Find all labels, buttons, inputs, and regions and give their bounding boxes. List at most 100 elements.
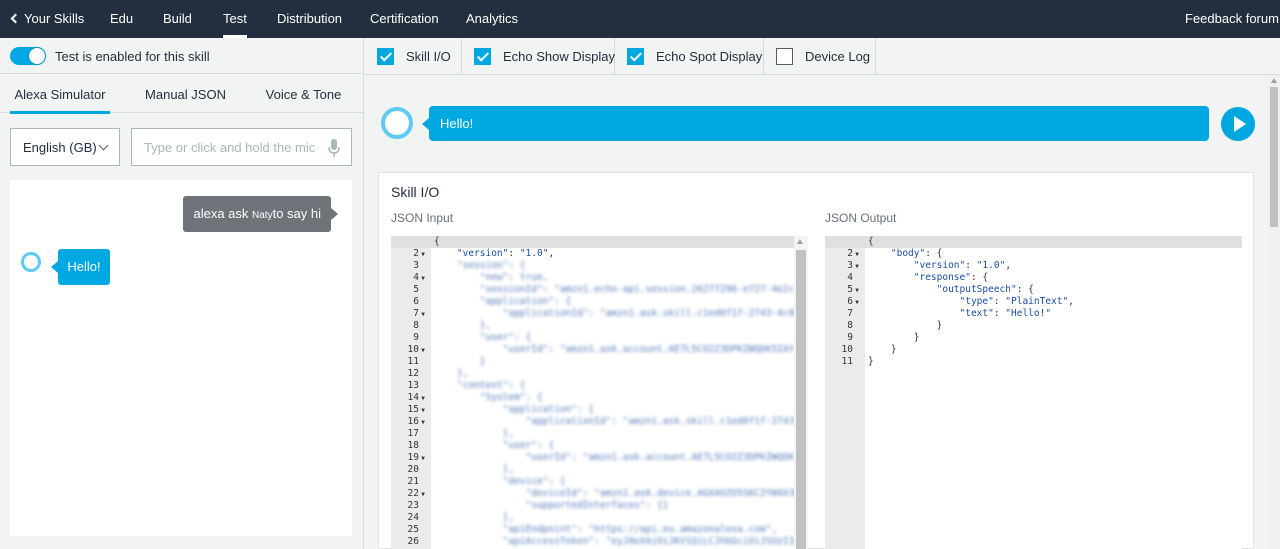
json-input-label: JSON Input	[391, 211, 454, 225]
fold-toggle-icon[interactable]: ▼	[855, 287, 859, 294]
line-number: 8	[391, 320, 427, 332]
checkbox-checked	[474, 48, 491, 65]
code-line: "application": {	[434, 296, 572, 307]
fold-toggle-icon[interactable]: ▼	[421, 455, 425, 462]
checkbox-unchecked	[776, 48, 793, 65]
language-value: English (GB)	[23, 140, 97, 155]
fold-toggle-icon[interactable]: ▼	[421, 419, 425, 426]
echo-spot-display-label: Echo Spot Display	[656, 49, 763, 64]
code-line: }	[868, 344, 897, 355]
line-number-text: 24	[407, 512, 419, 523]
nav-item-analytics[interactable]: Analytics	[466, 11, 519, 26]
nav-item-distribution[interactable]: Distribution	[277, 11, 343, 26]
line-number: 4▼	[391, 272, 427, 284]
display-toolbar: Skill I/O Echo Show Display Echo Spot Di…	[365, 38, 1280, 75]
fold-toggle-icon[interactable]: ▼	[421, 407, 425, 414]
nav-item-edu[interactable]: Edu	[110, 11, 134, 26]
back-to-skills-link[interactable]: Your Skills	[10, 0, 84, 38]
line-number: 7	[825, 308, 861, 320]
fold-toggle-icon[interactable]: ▼	[855, 251, 859, 258]
code-line: "version": "1.0",	[456, 248, 555, 259]
tab-voice-and-tone[interactable]: Voice & Tone	[265, 87, 342, 102]
line-number: 2▼	[825, 248, 861, 260]
echo-show-display-checkbox[interactable]: Echo Show Display	[462, 38, 615, 75]
active-line-highlight	[825, 236, 1242, 248]
line-number: 11	[825, 356, 861, 368]
page-scrollbar[interactable]	[1268, 75, 1280, 549]
fold-toggle-icon[interactable]: ▼	[855, 263, 859, 270]
code-line: "application": {	[434, 404, 595, 415]
fold-toggle-icon[interactable]: ▼	[421, 347, 425, 354]
line-number-text: 16	[407, 416, 419, 427]
fold-toggle-icon[interactable]: ▼	[421, 395, 425, 402]
nav-item-test[interactable]: Test	[223, 0, 247, 38]
line-number-text: 22	[407, 488, 419, 499]
fold-toggle-icon[interactable]: ▼	[421, 275, 425, 282]
tab-manual-json[interactable]: Manual JSON	[145, 87, 226, 102]
user-utterance-prefix: alexa ask	[193, 206, 253, 221]
line-number: 13	[391, 380, 427, 392]
scrollbar-thumb[interactable]	[1270, 87, 1278, 227]
code-line: }	[868, 320, 943, 331]
nav-item-certification[interactable]: Certification	[370, 11, 439, 26]
tab-alexa-simulator[interactable]: Alexa Simulator	[10, 75, 110, 114]
skill-io-card: Skill I/O JSON Input JSON Output 12▼34▼5…	[378, 172, 1254, 549]
code-line: "System": {	[434, 392, 543, 403]
line-number-text: 3	[847, 260, 853, 271]
play-response-button[interactable]	[1221, 107, 1255, 141]
code-line: "applicationId": "amzn1.ask.skill.c1ed0f…	[434, 308, 806, 319]
line-number: 9	[391, 332, 427, 344]
code-line: },	[434, 512, 515, 523]
line-number-text: 6	[413, 296, 419, 307]
code-line: {	[434, 236, 440, 247]
test-toggle-row: Test is enabled for this skill	[0, 38, 364, 74]
device-log-checkbox[interactable]: Device Log	[764, 38, 876, 75]
scroll-up-icon[interactable]	[1271, 78, 1277, 83]
utterance-input[interactable]	[131, 128, 352, 166]
fold-toggle-icon[interactable]: ▼	[421, 311, 425, 318]
line-number-text: 11	[841, 356, 853, 367]
editor-scrollbar-thumb[interactable]	[796, 250, 806, 549]
code-line: },	[434, 464, 515, 475]
code-line: },	[434, 368, 469, 379]
line-number: 6	[391, 296, 427, 308]
scroll-up-icon[interactable]	[797, 239, 803, 244]
editor-scrollbar[interactable]	[794, 236, 808, 549]
line-number: 26	[391, 536, 427, 548]
fold-toggle-icon[interactable]: ▼	[421, 251, 425, 258]
line-number-text: 5	[413, 284, 419, 295]
fold-toggle-icon[interactable]: ▼	[421, 491, 425, 498]
microphone-icon[interactable]	[327, 138, 341, 158]
line-number-text: 8	[847, 320, 853, 331]
line-number-text: 13	[407, 380, 419, 391]
line-number: 5▼	[825, 284, 861, 296]
line-number: 7▼	[391, 308, 427, 320]
language-select[interactable]: English (GB)	[10, 128, 120, 166]
checkmark-icon	[629, 49, 643, 62]
json-input-editor[interactable]: 12▼34▼567▼8910▼11121314▼15▼16▼171819▼202…	[391, 236, 808, 549]
fold-toggle-icon[interactable]: ▼	[855, 299, 859, 306]
nav-item-build[interactable]: Build	[163, 11, 192, 26]
line-number-text: 20	[407, 464, 419, 475]
line-number: 17	[391, 428, 427, 440]
toggle-knob	[29, 48, 45, 64]
line-number-text: 7	[847, 308, 853, 319]
code-line: }	[868, 356, 874, 367]
line-number-text: 4	[413, 272, 419, 283]
checkmark-icon	[379, 49, 393, 62]
line-number-text: 12	[407, 368, 419, 379]
line-number: 20	[391, 464, 427, 476]
skill-io-checkbox[interactable]: Skill I/O	[365, 38, 462, 75]
alexa-ring-icon	[21, 252, 41, 272]
line-number: 24	[391, 512, 427, 524]
line-number-text: 2	[413, 248, 419, 259]
test-enabled-toggle[interactable]	[10, 47, 46, 65]
chevron-down-icon	[98, 140, 109, 151]
alexa-response-bar: Hello!	[422, 106, 1209, 141]
feedback-forum-link[interactable]: Feedback forum	[1185, 11, 1279, 26]
echo-spot-display-checkbox[interactable]: Echo Spot Display	[615, 38, 764, 75]
line-number: 14▼	[391, 392, 427, 404]
line-number-gutter: 12▼34▼567▼8910▼11121314▼15▼16▼171819▼202…	[391, 236, 431, 549]
checkbox-checked	[627, 48, 644, 65]
